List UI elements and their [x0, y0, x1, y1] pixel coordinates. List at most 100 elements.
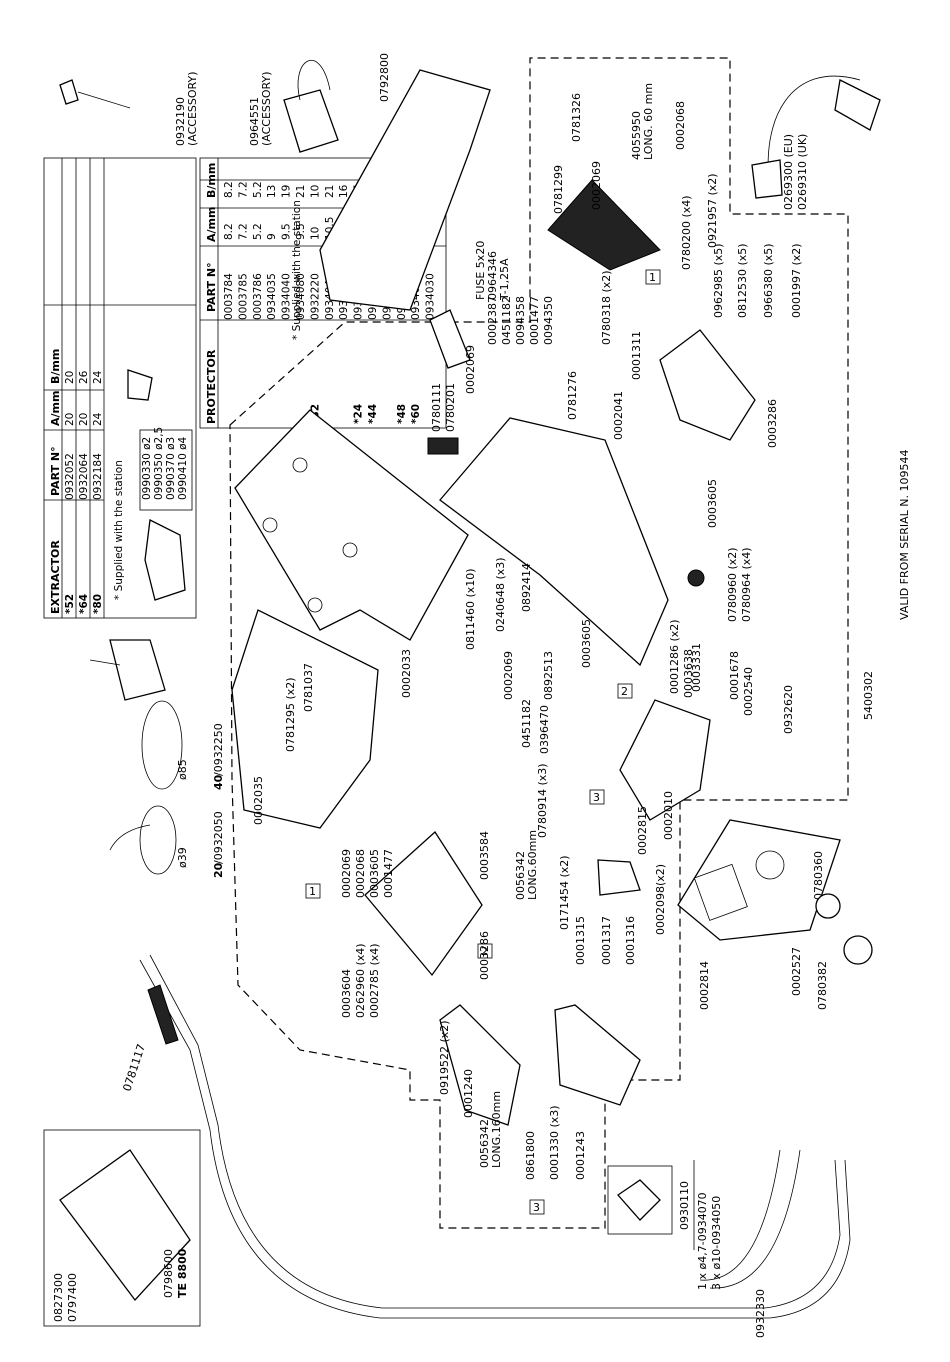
transformer-h-label: 0962985 (x5)	[712, 243, 725, 318]
pump-spring-label: 0919522 (x2)	[438, 1020, 451, 1095]
board-f-label: 0002069	[340, 849, 353, 898]
chassis-feet-a-label: 0780960 (x2)	[726, 547, 739, 622]
transformer-a-label: 0002069	[590, 161, 603, 210]
board-c-label: 0003604	[340, 969, 353, 1018]
accessory-pedal-note: (ACCESSORY)	[186, 71, 199, 146]
callout-3-pump: 3	[529, 1199, 545, 1215]
display-a-label: 0002010	[662, 791, 675, 840]
board-a-label: 0003584	[478, 831, 491, 880]
label-sticker	[427, 437, 459, 455]
board-i-label: 0001477	[382, 849, 395, 898]
extractor-header-b: B/mm	[49, 349, 62, 384]
protector-header-part: PART N°	[205, 262, 218, 312]
protector-icon	[127, 369, 153, 401]
top-cover	[319, 69, 491, 311]
chassis-screws-label: 0811460 (x10)	[464, 568, 477, 650]
motor	[659, 329, 756, 441]
nozzle-qty-b: 3 x ø10-0934050	[710, 1196, 723, 1290]
protector-row-b: 8.2	[223, 181, 235, 198]
nozzle-40-part: /0932250	[212, 723, 225, 776]
front-frame	[231, 609, 379, 829]
protector-row: *3209322201010	[309, 185, 321, 424]
extractor-row-1-a: 20	[64, 413, 76, 426]
display-k-label: 0001316	[624, 916, 637, 965]
fuse-holder	[429, 309, 471, 369]
pump-screws-label: 0001330 (x3)	[548, 1105, 561, 1180]
fuse-part: 0964346	[486, 251, 499, 300]
dia-85: ø85	[176, 759, 189, 780]
station-boundary	[229, 57, 849, 1229]
fuse-h-label: 0780201	[444, 383, 457, 432]
frame-screws-label: 0781295 (x2)	[284, 677, 297, 752]
motor-label: 0001311	[630, 331, 643, 380]
display-g-label: 0056342	[514, 851, 527, 900]
fuse-g-label: 0780111	[430, 383, 443, 432]
motor-b-label: 0003286	[766, 399, 779, 448]
pump-label: 0001240	[462, 1069, 475, 1118]
plug	[834, 79, 881, 131]
tool-a-label: 0827300	[52, 1273, 65, 1322]
chassis-g-label: 0001286 (x2)	[668, 619, 681, 694]
insert-2: 0990350 ø2,5	[153, 427, 165, 500]
transformer	[547, 179, 661, 271]
chassis-feet-b-label: 0780964 (x4)	[740, 547, 753, 622]
protector-row-part: 0934040	[281, 273, 293, 320]
fuse-i-label: 0781276	[566, 371, 579, 420]
tool-b-label: 0797400	[66, 1273, 79, 1322]
protector-row-code: *48	[396, 404, 408, 424]
protector-row-part: 0003785	[237, 273, 249, 320]
extractor-header-a: A/mm	[49, 391, 62, 426]
protector-row-a: 7.2	[237, 223, 249, 240]
display-m-label: 0002098(x2)	[654, 864, 667, 935]
control-knob	[755, 850, 785, 880]
protector-row-a: 8.2	[223, 223, 235, 240]
transformer-k-label: 0001997 (x2)	[790, 243, 803, 318]
protector-note: * Supplied with the station	[291, 200, 303, 340]
front-panel-label: 0002814	[698, 961, 711, 1010]
display-c-label: 0001678	[728, 651, 741, 700]
nozzle-40-dia	[141, 700, 183, 790]
foot	[687, 569, 705, 587]
transformer-c-len: LONG. 60 mm	[642, 83, 655, 160]
chassis-c-label: 0451182	[520, 699, 533, 748]
protector-row-b: 10	[309, 185, 321, 198]
chassis-a-label: 0892414	[520, 563, 533, 612]
display-e-label: 0932620	[782, 685, 795, 734]
iec-connector	[751, 159, 783, 199]
protector-row-part: 0934080	[295, 273, 307, 320]
nozzle-qty-a: 1 x ø4,7-0934070	[696, 1192, 709, 1290]
accessory-pedal-label: 0932190	[174, 97, 187, 146]
accessory-pedal	[59, 79, 131, 109]
nozzle-40-size: 40	[212, 774, 225, 790]
chassis-f-label: 0003605	[580, 619, 593, 668]
nozzle-a-label: 0930110	[678, 1181, 691, 1230]
fuse-e-label: 0001477	[528, 296, 541, 345]
transformer-c-label: 4055950	[630, 111, 643, 160]
board-b-label: 0003286	[478, 931, 491, 980]
callout-2-board: 2	[477, 943, 493, 959]
extractor-row-2-a: 20	[78, 413, 90, 426]
extractor-header: EXTRACTOR	[49, 540, 62, 614]
callout-2-display: 2	[617, 683, 633, 699]
protector-row-code: *24	[353, 404, 365, 424]
transformer-f-label: 0780200 (x4)	[680, 195, 693, 270]
insert-3: 0990370 ø3	[165, 437, 177, 500]
knob-a-label: 0780360	[812, 851, 825, 900]
insert-4: 0990410 ø4	[177, 436, 189, 500]
svg-text:1: 1	[649, 271, 656, 284]
frame-label: 0002035	[252, 776, 265, 825]
svg-text:3: 3	[533, 1201, 540, 1214]
extractor-row-2-b: 26	[78, 370, 90, 384]
handpiece-label: 0781117	[120, 1042, 148, 1093]
transformer-b-label: 0781326	[570, 93, 583, 142]
board-h-label: 0003605	[368, 849, 381, 898]
extractor-row-1-b: 20	[64, 371, 76, 384]
ring	[815, 893, 841, 919]
handpiece	[147, 984, 179, 1045]
serial-note: VALID FROM SERIAL N. 109544	[898, 450, 911, 620]
